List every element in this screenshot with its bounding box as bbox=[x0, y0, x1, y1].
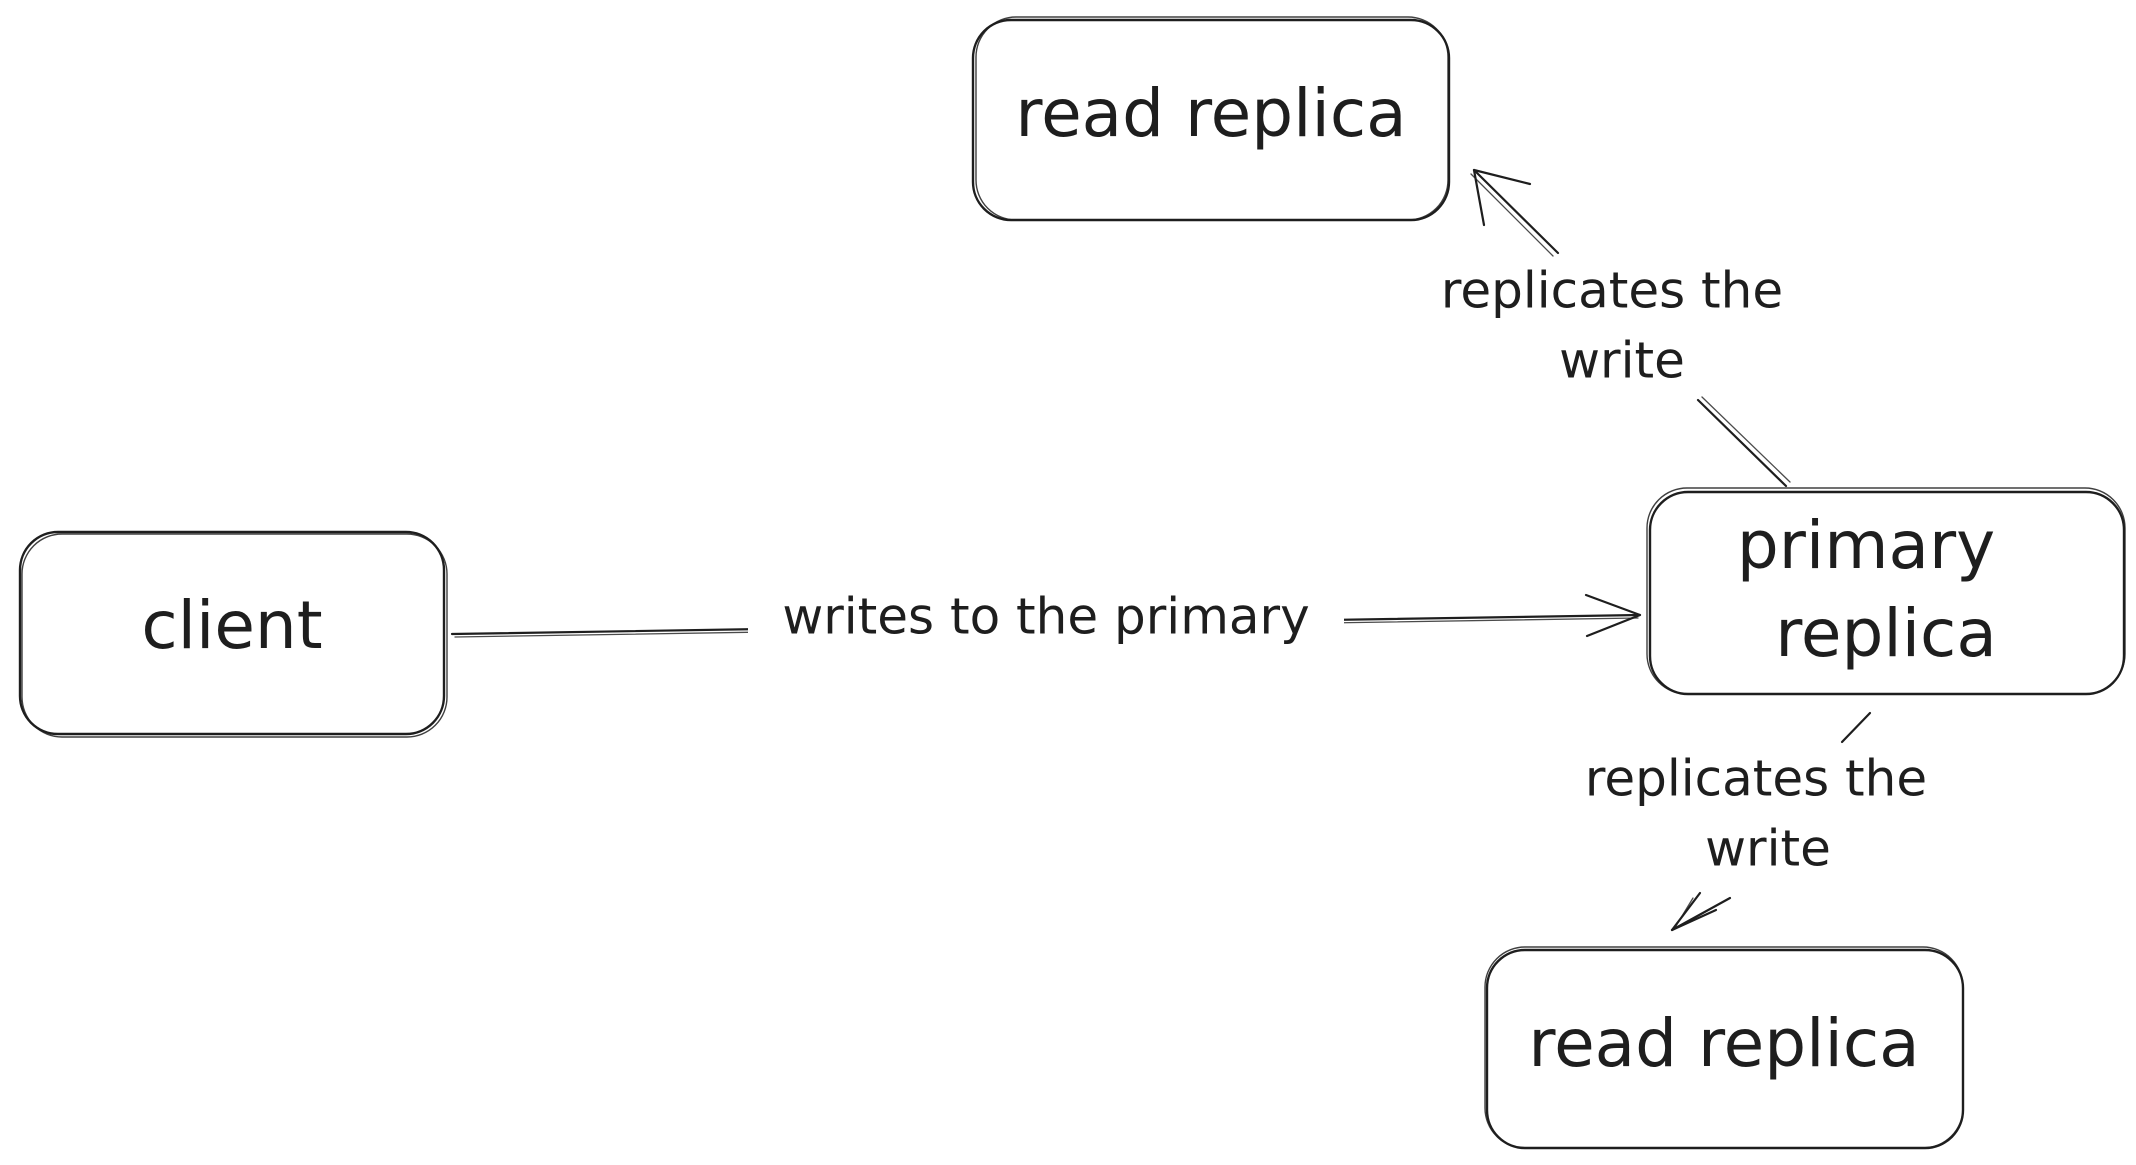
edge-label-primary-to-top-replica-line-2: write bbox=[1559, 332, 1685, 390]
edge-label-client-to-primary-bg bbox=[748, 588, 1344, 658]
node-read-replica-bottom-label: read replica bbox=[1528, 1005, 1919, 1082]
arrowhead-right-icon bbox=[1584, 593, 1642, 638]
node-read-replica-top-label: read replica bbox=[1015, 75, 1406, 152]
edge-primary-to-bottom-replica bbox=[1670, 711, 1872, 932]
edge-label-client-to-primary-text: writes to the primary bbox=[782, 588, 1309, 646]
edge-primary-to-top-replica-line-upper bbox=[1472, 168, 1560, 255]
node-primary-replica-box-sketch bbox=[1646, 487, 2126, 695]
arrowhead-down-left-icon-sketch bbox=[1675, 897, 1694, 927]
node-primary-replica-label-line-1: primary bbox=[1737, 507, 1995, 584]
edge-label-client-to-primary: writes to the primary bbox=[748, 588, 1344, 658]
edge-label-primary-to-bottom-replica: replicates the write bbox=[1585, 750, 1927, 878]
arrowhead-down-left-icon bbox=[1670, 891, 1718, 932]
node-client-box bbox=[18, 530, 446, 736]
edge-primary-to-top-replica-line-sketch bbox=[1701, 396, 1791, 483]
edge-label-primary-to-bottom-replica-line-2: write bbox=[1705, 820, 1831, 878]
edge-primary-to-top-replica-line-upper-sketch bbox=[1470, 173, 1554, 257]
node-client[interactable]: client bbox=[18, 530, 448, 738]
node-primary-replica[interactable]: primary replica bbox=[1646, 487, 2126, 696]
node-read-replica-top-box-sketch bbox=[975, 16, 1449, 221]
node-primary-replica-label-line-2: replica bbox=[1775, 595, 1997, 672]
edge-label-primary-to-top-replica: replicates the write bbox=[1441, 262, 1783, 390]
edge-primary-to-top-replica-line bbox=[1696, 398, 1788, 488]
arrowhead-up-left-icon bbox=[1472, 168, 1532, 227]
node-read-replica-bottom[interactable]: read replica bbox=[1484, 946, 1965, 1150]
edge-primary-to-top-replica bbox=[1470, 168, 1791, 488]
edge-primary-to-bottom-replica-line bbox=[1840, 711, 1872, 744]
node-read-replica-top[interactable]: read replica bbox=[971, 16, 1451, 222]
edge-label-primary-to-bottom-replica-line-1: replicates the bbox=[1585, 750, 1927, 808]
node-read-replica-bottom-box-sketch bbox=[1484, 946, 1964, 1149]
edge-label-primary-to-top-replica-line-1: replicates the bbox=[1441, 262, 1783, 320]
node-client-box-sketch bbox=[21, 533, 448, 738]
node-client-label: client bbox=[141, 587, 322, 664]
